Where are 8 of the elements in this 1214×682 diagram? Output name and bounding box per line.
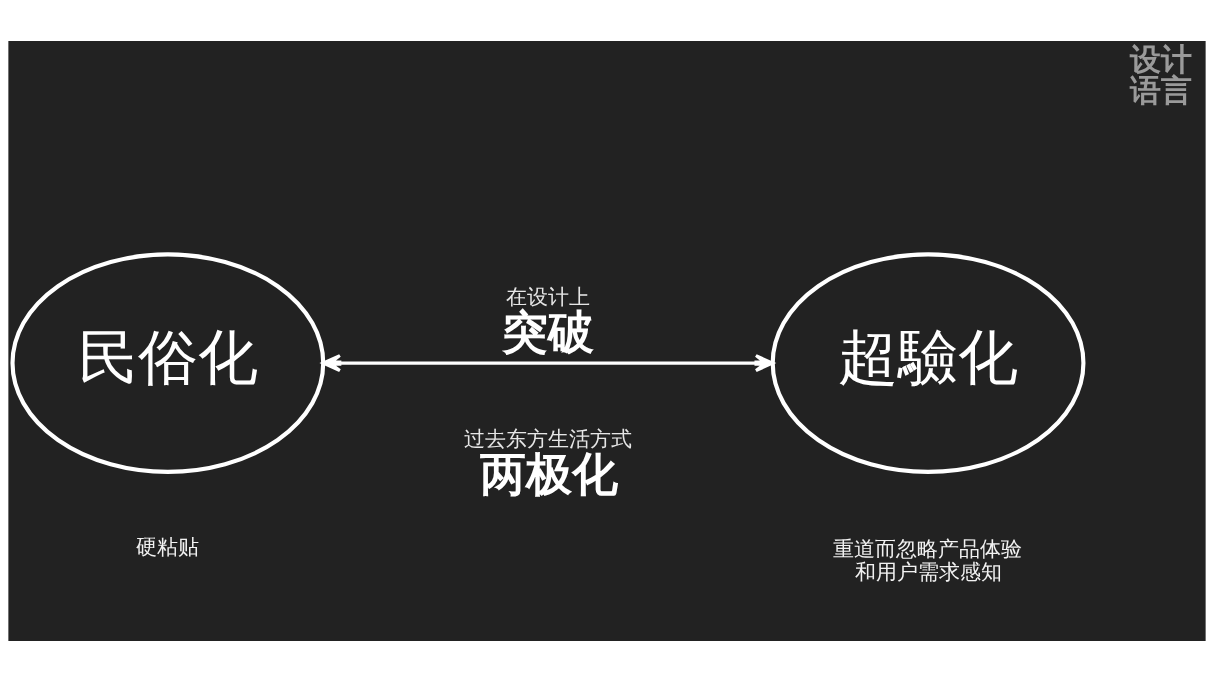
node-ellipse: 民俗化	[10, 252, 326, 474]
edge-label: 在设计上突破	[502, 285, 595, 359]
label: 过去东方生活方式两极化	[464, 426, 633, 501]
node-label: 重道而忽略产品体验和用户需求感知	[833, 537, 1023, 585]
node-label: 硬粘贴	[136, 534, 200, 559]
node-ellipse: 超驗化	[770, 252, 1086, 474]
arrow	[321, 354, 775, 373]
label: 设计语言	[1130, 41, 1193, 109]
